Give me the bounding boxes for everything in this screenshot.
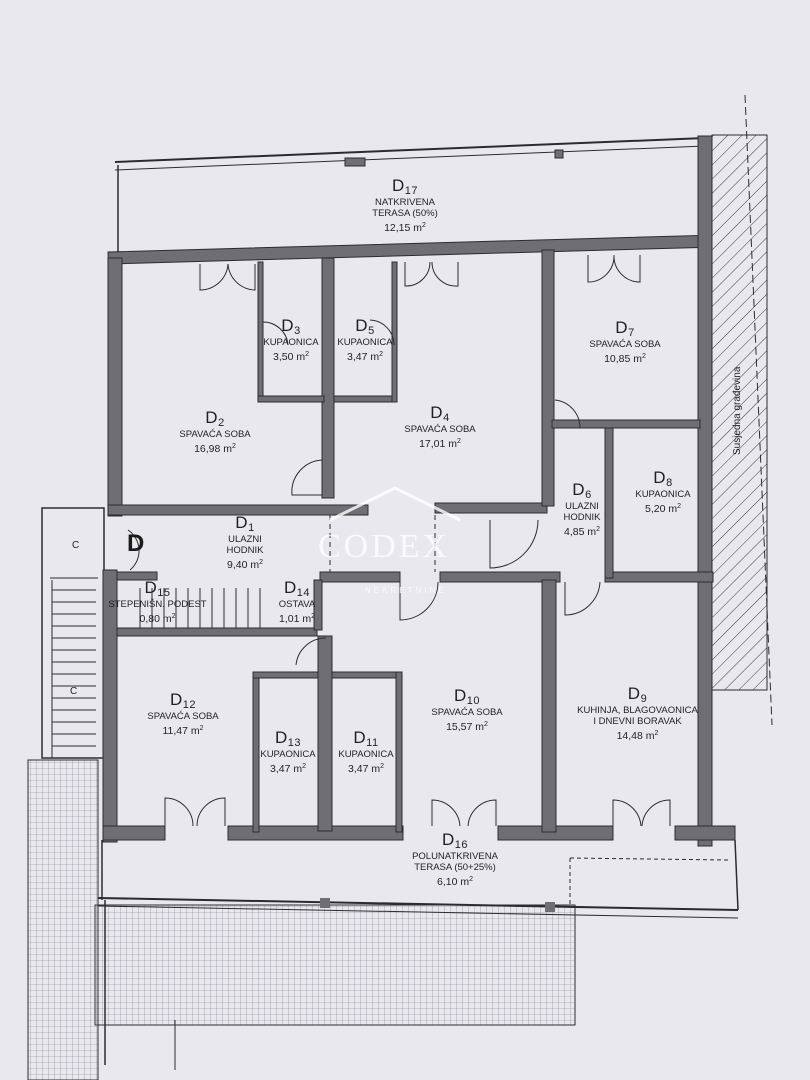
room-d4: D4 SPAVAĆA SOBA 17,01 m2	[404, 403, 476, 450]
room-d7: D7 SPAVAĆA SOBA 10,85 m2	[589, 318, 661, 365]
room-d15: D15 STEPENIŠN. PODEST 0,80 m2	[108, 578, 207, 625]
neighbor-building-label: Susjedna građevina	[732, 366, 743, 455]
room-d2: D2 SPAVAĆA SOBA 16,98 m2	[179, 408, 251, 455]
room-d14: D14 OSTAVA 1,01 m2	[278, 578, 316, 625]
neighbor-building-hatch	[711, 134, 768, 691]
room-d13: D13 KUPAONICA 3,47 m2	[260, 728, 316, 775]
room-d1: D1 ULAZNI HODNIK 9,40 m2	[226, 513, 264, 571]
room-code: D17	[391, 176, 419, 197]
unit-letter: D	[127, 530, 145, 557]
room-area: 12,15 m2	[384, 222, 426, 234]
terrace-d17-outline	[114, 137, 706, 255]
room-d12: D12 SPAVAĆA SOBA 11,47 m2	[147, 690, 219, 737]
stair-label-bottom: C	[70, 686, 78, 697]
watermark-subtitle: NEKRETNINE	[365, 586, 447, 595]
lower-deck-grid	[94, 904, 576, 1026]
room-d16: D16 POLUNATKRIVENA TERASA (50+25%) 6,10 …	[412, 830, 498, 888]
watermark: CODEX	[318, 528, 451, 565]
staircase	[41, 507, 261, 759]
room-d10: D10 SPAVAĆA SOBA 15,57 m2	[431, 686, 503, 733]
doors	[127, 254, 671, 827]
room-d8: D8 KUPAONICA 5,20 m2	[635, 468, 691, 515]
terrace-d16-outline	[97, 839, 739, 919]
room-name: NATKRIVENA TERASA (50%)	[372, 197, 438, 219]
room-d3: D3 KUPAONICA 3,50 m2	[263, 316, 319, 363]
stair-label-top: C	[72, 540, 80, 551]
room-d11: D11 KUPAONICA 3,47 m2	[338, 728, 394, 775]
room-d17: D17 NATKRIVENA TERASA (50%) 12,15 m2	[350, 176, 460, 235]
room-d6: D6 ULAZNI HODNIK 4,85 m2	[563, 480, 601, 538]
room-d9: D9 KUHINJA, BLAGOVAONICA I DNEVNI BORAVA…	[577, 684, 698, 742]
left-lot-grid	[27, 759, 99, 1080]
room-d5: D5 KUPAONICA 3,47 m2	[337, 316, 393, 363]
walls	[102, 135, 736, 847]
